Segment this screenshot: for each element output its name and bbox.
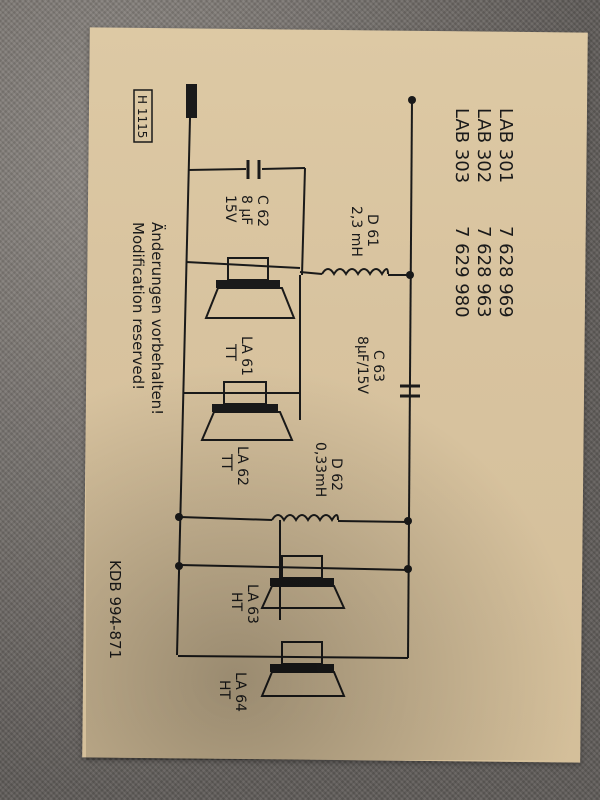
- d61-name: D 61: [364, 214, 380, 247]
- la61-type: TT: [222, 343, 238, 361]
- kdb-number: KDB 994-871: [106, 560, 124, 659]
- d62-wire-left: [179, 516, 273, 521]
- la61-name: LA 61: [238, 336, 254, 376]
- la61-label: LA 61 TT: [222, 336, 254, 376]
- doc-id-text: H 1115: [135, 95, 149, 138]
- la62-speaker-symbol: [200, 381, 294, 441]
- d62-name: D 62: [328, 458, 344, 491]
- wires: [176, 99, 413, 659]
- node-d62-right: [404, 517, 412, 525]
- c62-label: C 62 8 µF 15V: [222, 195, 270, 227]
- d61-value: 2,3 mH: [348, 206, 364, 257]
- c63-capacitor-symbol: [400, 384, 420, 398]
- la62-label: LA 62 TT: [218, 446, 250, 486]
- node-d61: [406, 271, 414, 279]
- c62-wire-right: [261, 167, 306, 170]
- la61-top-wire: [185, 261, 301, 269]
- d62-inductor-symbol: [271, 514, 339, 522]
- la63-speaker-symbol: [260, 555, 346, 609]
- d61-wire-left: [299, 271, 323, 275]
- c63-label: C 63 8µF/15V: [354, 336, 386, 394]
- la64-type: HT: [216, 680, 232, 700]
- c62-value: 8 µF: [238, 195, 254, 225]
- la63-name: LA 63: [244, 584, 260, 624]
- doc-id-label: H 1115: [133, 89, 153, 143]
- c62-name: C 62: [254, 195, 270, 227]
- c63-name: C 63: [370, 350, 386, 382]
- la63-label: LA 63 HT: [228, 584, 260, 624]
- d61-label: D 61 2,3 mH: [348, 206, 380, 257]
- la62-name: LA 62: [234, 446, 250, 486]
- node-ht-right: [404, 565, 412, 573]
- right-rail: [407, 99, 413, 659]
- model-301-number: 7 628 969: [495, 226, 516, 318]
- d62-label: D 62 0,33mH: [312, 442, 344, 497]
- d62-value: 0,33mH: [312, 442, 328, 497]
- c62-capacitor-symbol: [246, 160, 261, 179]
- la64-label: LA 64 HT: [216, 672, 248, 712]
- notice: Änderungen vorbehalten! Modification res…: [129, 222, 167, 415]
- c62-voltage: 15V: [222, 195, 238, 223]
- terminal-post: [186, 84, 197, 118]
- la61-speaker-symbol: [204, 257, 296, 319]
- c62-wire-left: [187, 168, 247, 171]
- d61-inductor-symbol: [321, 268, 389, 276]
- node-ht-left: [175, 562, 183, 570]
- notice-english: Modification reserved!: [129, 222, 147, 390]
- la62-type: TT: [218, 453, 234, 471]
- notice-german: Änderungen vorbehalten!: [148, 222, 167, 415]
- node-dots: [175, 96, 416, 573]
- model-303: LAB 303: [451, 108, 472, 183]
- ht-top-wire: [179, 564, 409, 571]
- la63-type: HT: [228, 592, 244, 612]
- node-top-right: [408, 96, 416, 104]
- d62-wire-right: [337, 520, 409, 523]
- node-d62-left: [175, 513, 183, 521]
- c62-to-node: [301, 167, 306, 276]
- model-302: LAB 302: [473, 108, 494, 183]
- kdb-text: KDB 994-871: [106, 560, 124, 659]
- la64-name: LA 64: [232, 672, 248, 712]
- left-rail: [176, 117, 191, 656]
- model-303-number: 7 629 980: [451, 226, 472, 318]
- model-list: LAB 301 7 628 969 LAB 302 7 628 963 LAB …: [451, 108, 516, 318]
- model-302-number: 7 628 963: [473, 226, 494, 318]
- c63-value: 8µF/15V: [354, 336, 370, 394]
- la64-speaker-symbol: [260, 641, 346, 697]
- ht-bottom-wire: [177, 655, 409, 659]
- model-301: LAB 301: [495, 108, 516, 183]
